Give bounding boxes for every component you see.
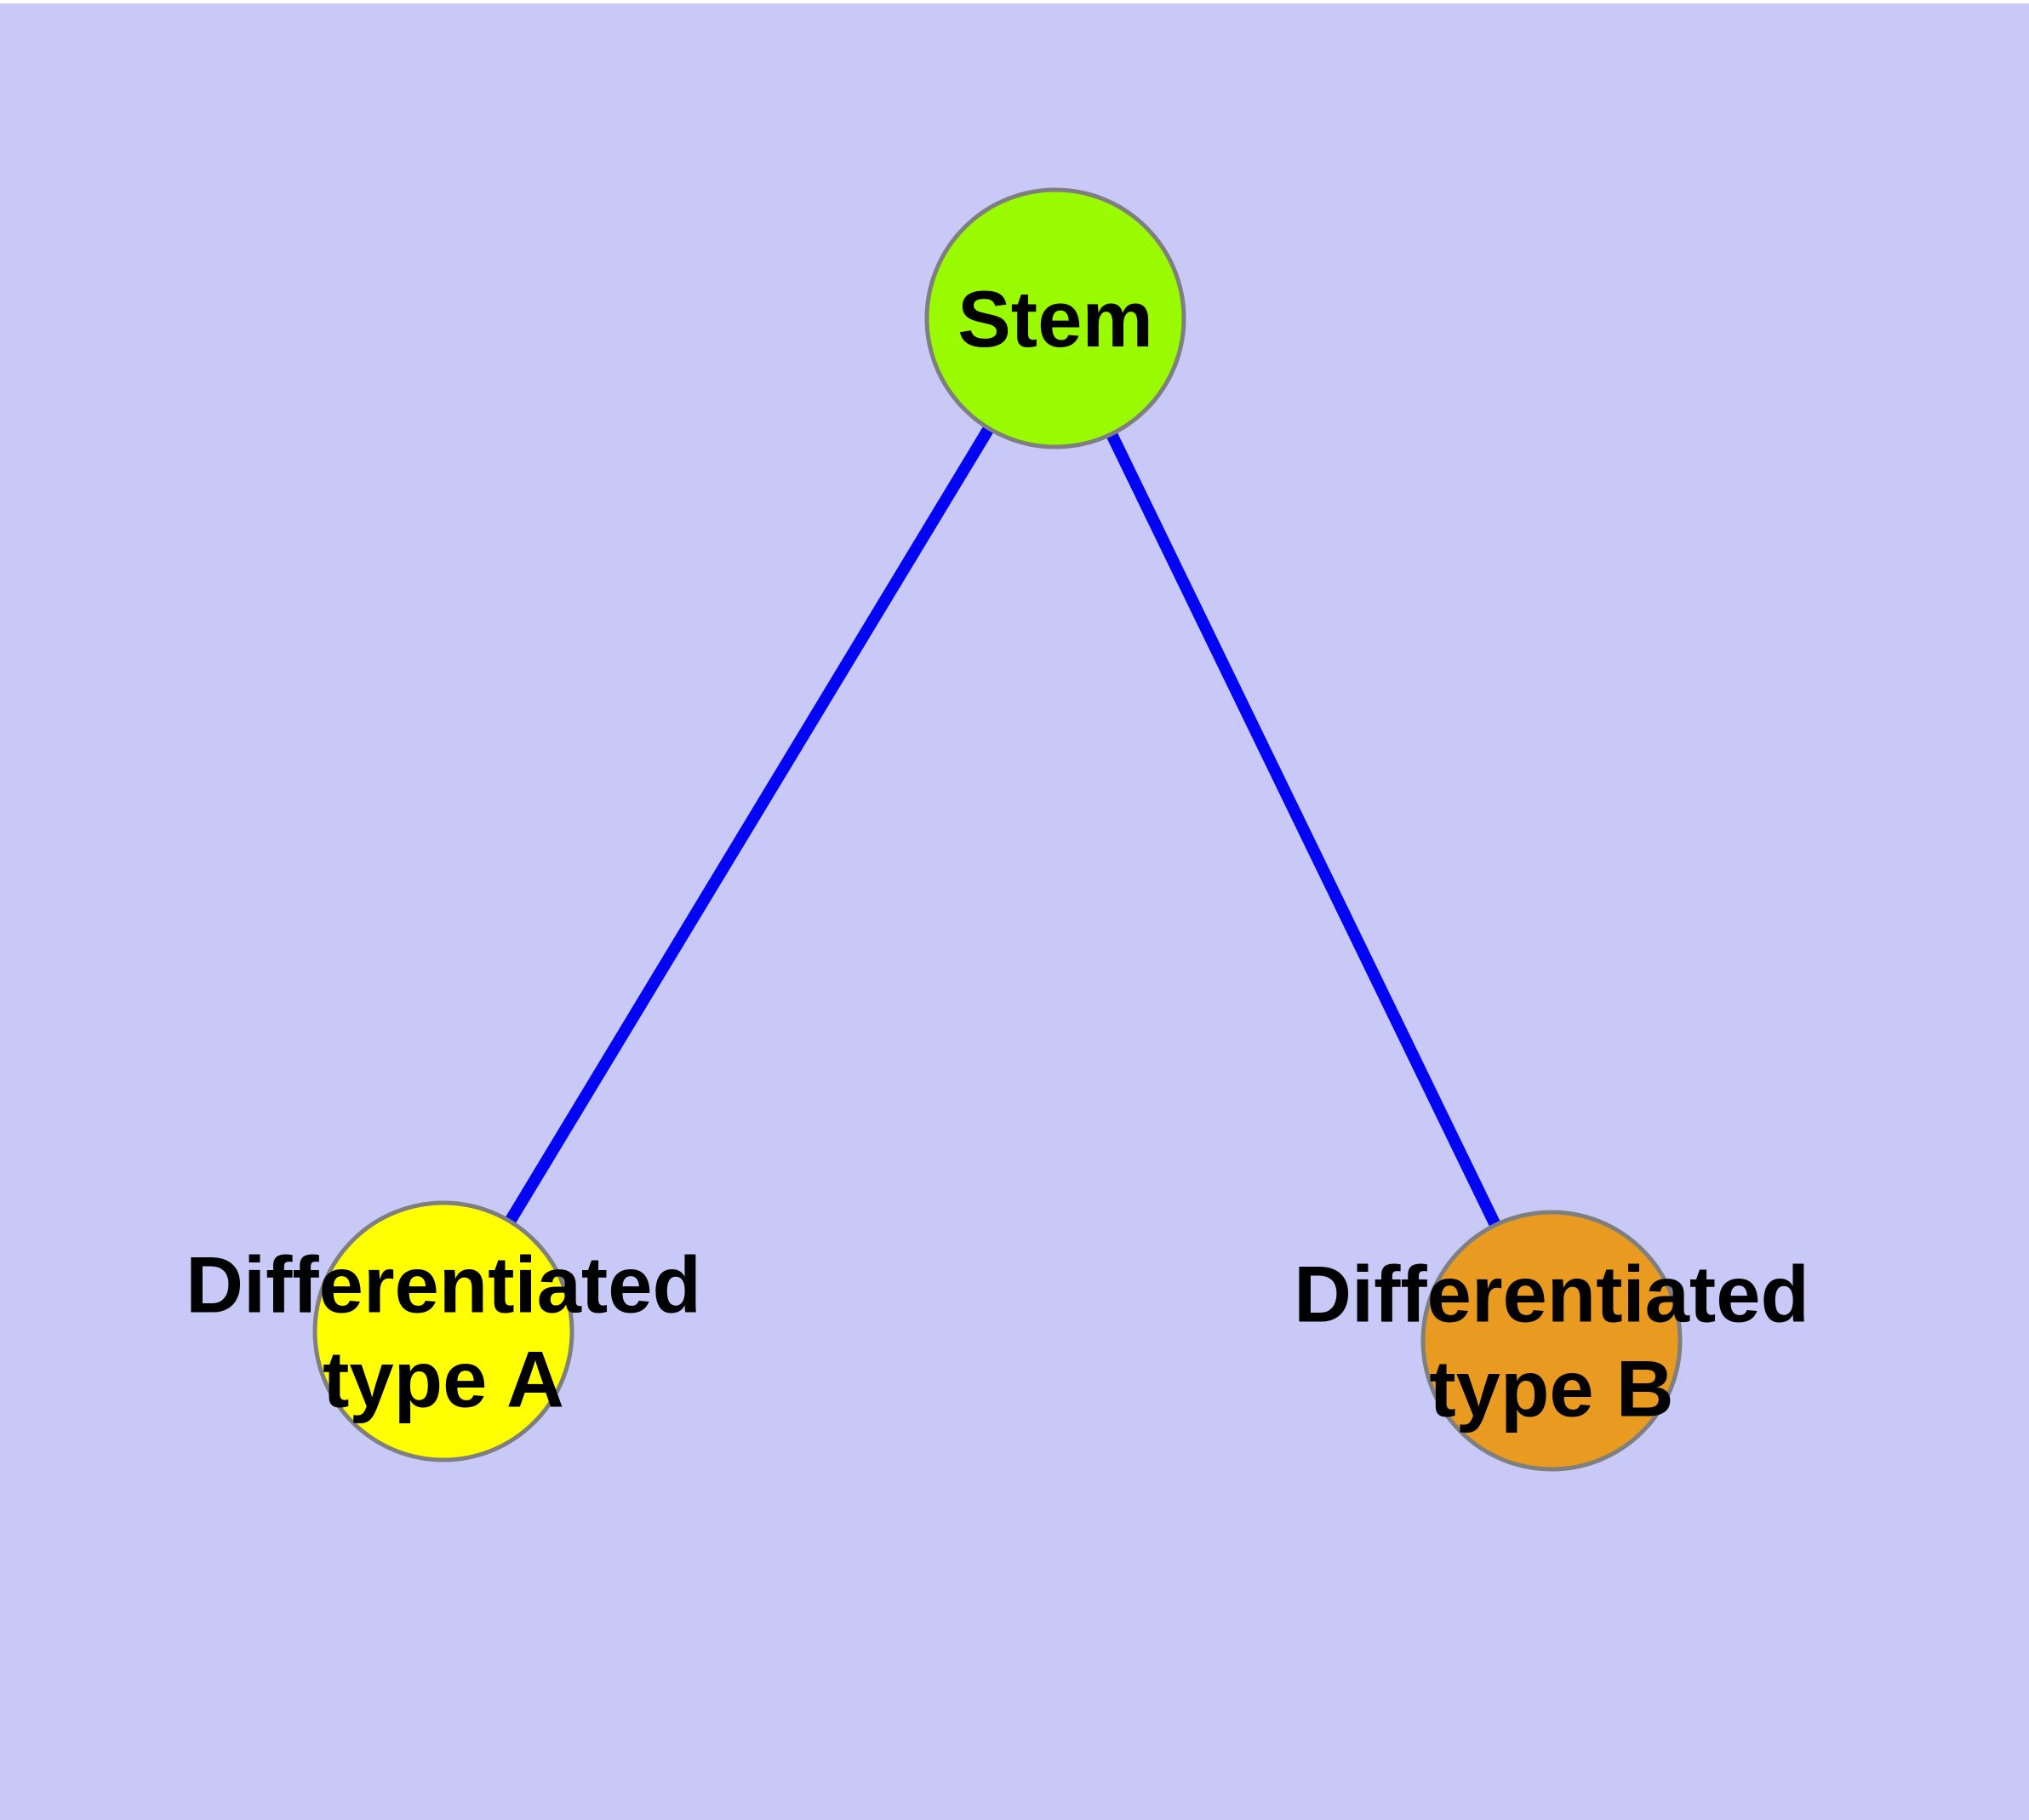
top-border-strip (0, 0, 2029, 3)
nodes-layer (312, 187, 1683, 1472)
edge-stem-to-differentiated-type-b (1049, 315, 1557, 1344)
node-differentiated-type-a (312, 1200, 574, 1462)
edges-layer (438, 315, 1557, 1344)
node-stem (924, 187, 1186, 449)
node-stem-label-line-1: Stem (957, 274, 1153, 363)
node-differentiated-type-a-label-line-2: type A (323, 1334, 564, 1423)
edge-stem-to-differentiated-type-a (438, 315, 1060, 1335)
node-differentiated-type-b-label-line-2: type B (1429, 1343, 1673, 1433)
node-differentiated-type-b (1420, 1210, 1683, 1472)
node-stem-label: Stem (957, 274, 1153, 363)
node-differentiated-type-a-label-line-1: Differentiated (186, 1239, 701, 1329)
node-differentiated-type-b-label-line-1: Differentiated (1294, 1249, 1809, 1338)
